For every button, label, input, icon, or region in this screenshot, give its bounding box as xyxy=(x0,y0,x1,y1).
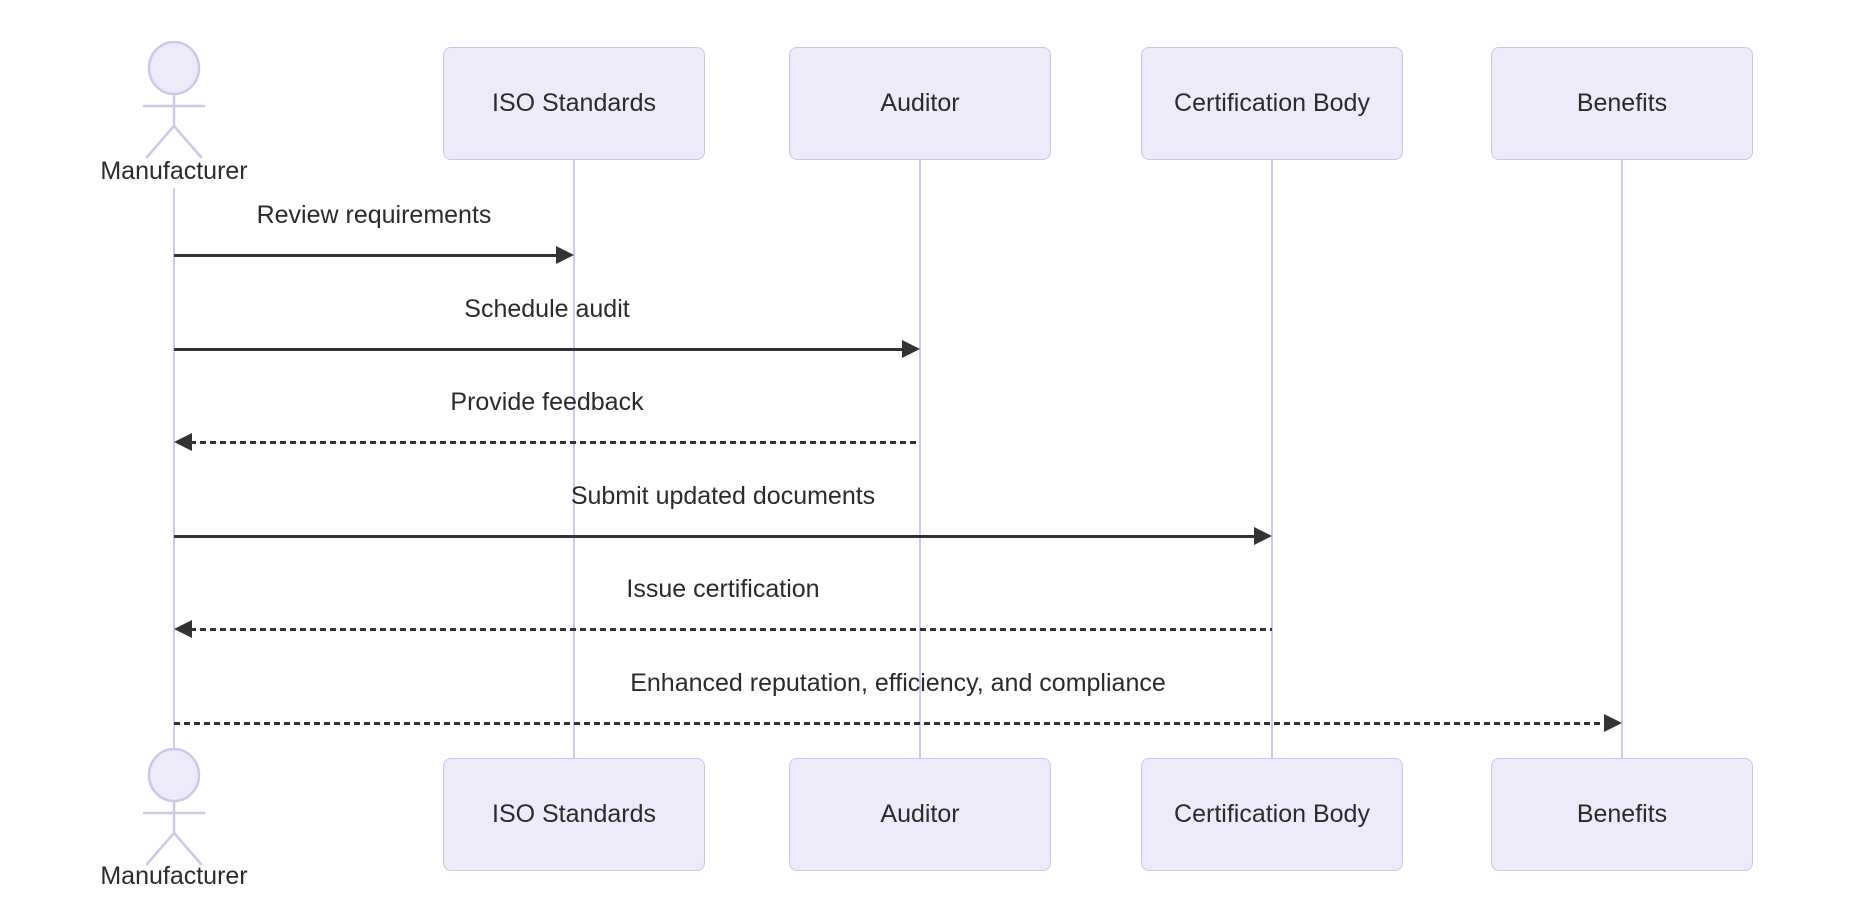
participant-box-certbody-bottom: Certification Body xyxy=(1141,758,1403,871)
actor-label-manufacturer-top: Manufacturer xyxy=(100,157,248,185)
participant-box-iso-top: ISO Standards xyxy=(443,47,705,160)
message-arrowhead-2 xyxy=(174,433,192,451)
actor-figure-manufacturer-top xyxy=(142,41,206,159)
actor-leg-right xyxy=(172,124,203,159)
message-arrowhead-4 xyxy=(174,620,192,638)
lifeline-certbody xyxy=(1271,160,1273,758)
message-arrowhead-1 xyxy=(902,340,920,358)
message-line-1 xyxy=(174,348,904,351)
message-label-0: Review requirements xyxy=(256,201,492,229)
message-arrowhead-5 xyxy=(1604,714,1622,732)
actor-leg-left xyxy=(145,124,176,159)
message-label-3: Submit updated documents xyxy=(570,482,876,510)
participant-box-auditor-bottom: Auditor xyxy=(789,758,1051,871)
lifeline-iso xyxy=(573,160,575,758)
actor-head xyxy=(147,41,201,96)
participant-box-certbody-top: Certification Body xyxy=(1141,47,1403,160)
message-label-5: Enhanced reputation, efficiency, and com… xyxy=(630,669,1166,697)
message-label-1: Schedule audit xyxy=(464,295,630,323)
message-line-3 xyxy=(174,535,1256,538)
participant-box-auditor-top: Auditor xyxy=(789,47,1051,160)
lifeline-manufacturer xyxy=(173,188,175,750)
participant-box-iso-bottom: ISO Standards xyxy=(443,758,705,871)
lifeline-auditor xyxy=(919,160,921,758)
lifeline-benefits xyxy=(1621,160,1623,758)
message-arrowhead-0 xyxy=(556,246,574,264)
actor-leg-left xyxy=(145,831,176,866)
message-line-4 xyxy=(190,628,1272,631)
actor-leg-right xyxy=(172,831,203,866)
message-line-0 xyxy=(174,254,558,257)
participant-box-benefits-bottom: Benefits xyxy=(1491,758,1753,871)
message-label-4: Issue certification xyxy=(626,575,820,603)
actor-head xyxy=(147,748,201,803)
actor-label-manufacturer-bottom: Manufacturer xyxy=(100,862,248,890)
message-label-2: Provide feedback xyxy=(450,388,644,416)
message-line-5 xyxy=(174,722,1606,725)
message-arrowhead-3 xyxy=(1254,527,1272,545)
actor-figure-manufacturer-bottom xyxy=(142,748,206,866)
message-line-2 xyxy=(190,441,920,444)
participant-box-benefits-top: Benefits xyxy=(1491,47,1753,160)
